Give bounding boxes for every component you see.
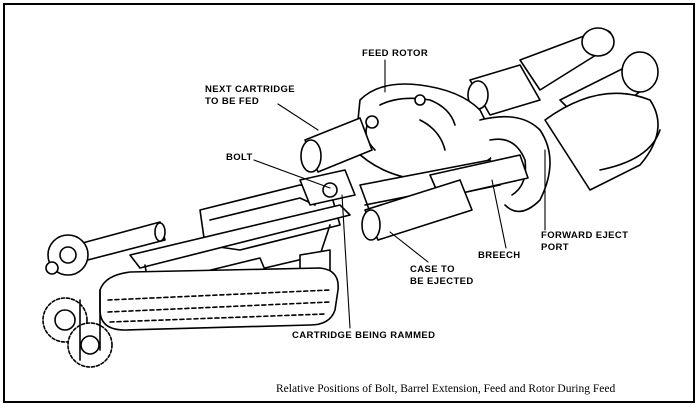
drive-shaft-gears: [42, 221, 166, 368]
figure-caption: Relative Positions of Bolt, Barrel Exten…: [276, 383, 616, 395]
label-case-to-be-ejected-line1: CASE TO: [410, 264, 455, 275]
leader-lines: [253, 59, 546, 329]
label-bolt: BOLT: [226, 152, 253, 163]
barrel-cluster: [467, 27, 661, 191]
label-breech: BREECH: [478, 250, 521, 261]
label-feed-rotor: FEED ROTOR: [362, 48, 429, 59]
label-forward-eject-line2: PORT: [541, 242, 569, 253]
next-cartridge: [300, 117, 373, 173]
drive-chain: [99, 267, 339, 331]
label-cartridge-being-rammed: CARTRIDGE BEING RAMMED: [292, 330, 436, 341]
figure-border: [3, 3, 695, 403]
label-case-to-be-ejected-line2: BE EJECTED: [410, 276, 474, 287]
label-forward-eject-line1: FORWARD EJECT: [541, 230, 629, 241]
label-next-cartridge-line1: NEXT CARTRIDGE: [205, 84, 296, 95]
case-to-be-ejected: [361, 179, 473, 241]
label-next-cartridge-line2: TO BE FED: [205, 96, 260, 107]
